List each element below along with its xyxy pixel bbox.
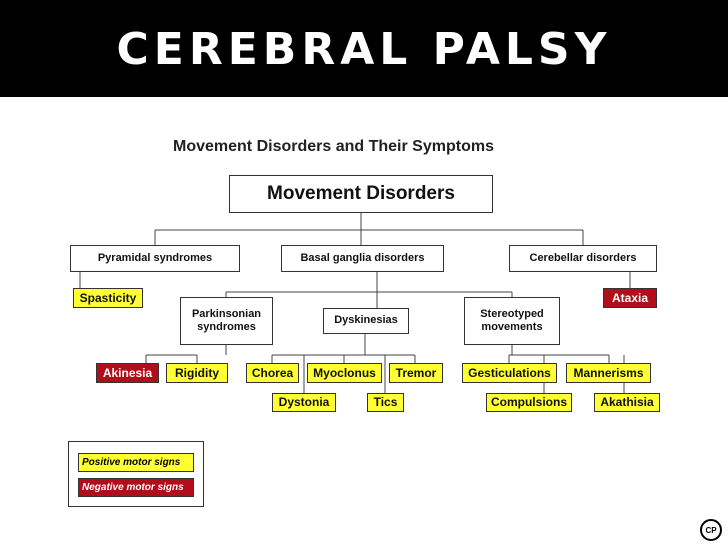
- parkinsonian-line-2: syndromes: [197, 321, 256, 333]
- cp-logo-text: CP: [705, 525, 717, 535]
- symptom-myoclonus: Myoclonus: [307, 363, 382, 383]
- symptom-tremor: Tremor: [389, 363, 443, 383]
- symptom-mannerisms: Mannerisms: [566, 363, 651, 383]
- subcategory-stereotyped: Stereotyped movements: [464, 297, 560, 345]
- stereotyped-line-1: Stereotyped: [480, 307, 544, 320]
- slide-title: CEREBRAL PALSY: [116, 24, 612, 75]
- root-node: Movement Disorders: [229, 175, 493, 213]
- subcategory-parkinsonian: Parkinsonian syndromes: [180, 297, 273, 345]
- category-basal-ganglia: Basal ganglia disorders: [281, 245, 444, 272]
- title-bar: CEREBRAL PALSY: [0, 0, 728, 97]
- symptom-spasticity: Spasticity: [73, 288, 143, 308]
- symptom-dystonia: Dystonia: [272, 393, 336, 412]
- subcategory-dyskinesias: Dyskinesias: [323, 308, 409, 334]
- symptom-rigidity: Rigidity: [166, 363, 228, 383]
- symptom-tics: Tics: [367, 393, 404, 412]
- legend-negative: Negative motor signs: [78, 478, 194, 497]
- cp-logo-icon: CP: [700, 519, 722, 541]
- symptom-akinesia: Akinesia: [96, 363, 159, 383]
- diagram-subtitle: Movement Disorders and Their Symptoms: [173, 138, 494, 155]
- category-pyramidal: Pyramidal syndromes: [70, 245, 240, 272]
- symptom-gesticulations: Gesticulations: [462, 363, 557, 383]
- stereotyped-line-2: movements: [481, 321, 543, 333]
- legend: Positive motor signs Negative motor sign…: [68, 441, 204, 507]
- legend-positive: Positive motor signs: [78, 453, 194, 472]
- symptom-ataxia: Ataxia: [603, 288, 657, 308]
- parkinsonian-line-1: Parkinsonian: [191, 307, 262, 320]
- symptom-akathisia: Akathisia: [594, 393, 660, 412]
- category-cerebellar: Cerebellar disorders: [509, 245, 657, 272]
- symptom-chorea: Chorea: [246, 363, 299, 383]
- symptom-compulsions: Compulsions: [486, 393, 572, 412]
